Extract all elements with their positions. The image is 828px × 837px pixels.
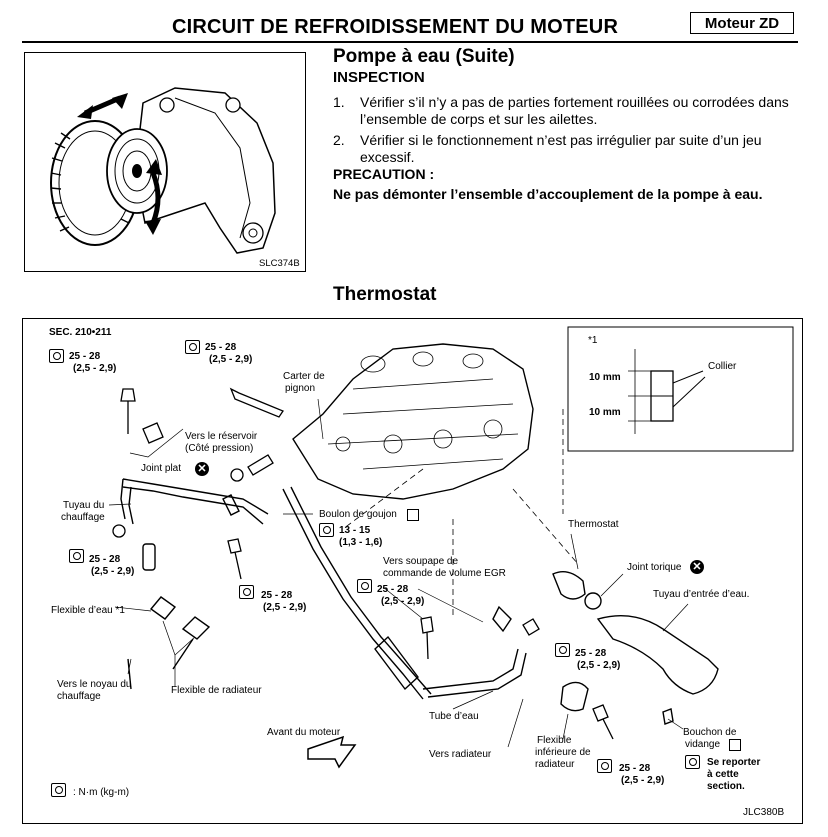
torque-value: 25 - 28 bbox=[69, 351, 101, 362]
torque-value-kgm: (2,5 - 2,9) bbox=[263, 602, 307, 613]
bouchon-label-1: Bouchon de bbox=[683, 727, 737, 738]
replace-part-icon: ✕ bbox=[690, 560, 704, 574]
vers-radiateur-label: Vers radiateur bbox=[429, 749, 492, 760]
carter-label-2: pignon bbox=[285, 383, 316, 394]
step-text: Vérifier s’il n’y a pas de parties forte… bbox=[360, 94, 789, 127]
torque-icon bbox=[555, 643, 570, 657]
thermostat-drawing bbox=[108, 326, 794, 769]
sealant-icon bbox=[729, 739, 741, 751]
reporter-label-3: section. bbox=[707, 781, 745, 792]
inspection-heading: INSPECTION bbox=[333, 69, 425, 86]
torque-icon bbox=[51, 783, 66, 797]
tuyau-entree-label: Tuyau d’entrée d’eau. bbox=[653, 589, 750, 600]
noyau-label-2: chauffage bbox=[57, 691, 101, 702]
torque-value-kgm: (2,5 - 2,9) bbox=[209, 354, 253, 365]
joint-torique-label: Joint torique bbox=[627, 562, 682, 573]
tuyau-chauffage-label-1: Tuyau du bbox=[63, 500, 105, 511]
torque-value: 25 - 28 bbox=[89, 554, 121, 565]
torque-value: 13 - 15 bbox=[339, 525, 371, 536]
flexible-inferieure-label-1: Flexible bbox=[537, 735, 572, 746]
carter-label-1: Carter de bbox=[283, 371, 325, 382]
bouchon-label-2: vidange bbox=[685, 739, 721, 750]
torque-value: 25 - 28 bbox=[377, 584, 409, 595]
inset-star-label: *1 bbox=[588, 335, 598, 346]
torque-icon bbox=[185, 340, 200, 354]
water-pump-drawing bbox=[50, 87, 276, 254]
reporter-label-1: Se reporter bbox=[707, 757, 761, 768]
figure-id-label: SLC374B bbox=[259, 258, 300, 269]
step-number: 2. bbox=[333, 132, 345, 148]
reservoir-label-1: Vers le réservoir bbox=[185, 431, 258, 442]
flexible-inferieure-label-3: radiateur bbox=[535, 759, 575, 770]
inspection-step-2: 2. Vérifier si le fonctionnement n’est p… bbox=[333, 132, 798, 166]
thermostat-label: Thermostat bbox=[568, 519, 619, 530]
torque-value: 25 - 28 bbox=[575, 648, 607, 659]
header-rule bbox=[22, 41, 798, 43]
torque-icon bbox=[685, 755, 700, 769]
egr-label-1: Vers soupape de bbox=[383, 556, 459, 567]
inset-collier-label: Collier bbox=[708, 361, 737, 372]
torque-value: 25 - 28 bbox=[205, 342, 237, 353]
section-title: Pompe à eau (Suite) bbox=[333, 46, 515, 67]
step-text: Vérifier si le fonctionnement n’est pas … bbox=[360, 132, 762, 165]
torque-value: 25 - 28 bbox=[619, 763, 651, 774]
inspection-step-1: 1. Vérifier s’il n’y a pas de parties fo… bbox=[333, 94, 798, 128]
torque-icon bbox=[239, 585, 254, 599]
boulon-label: Boulon de goujon bbox=[319, 509, 397, 520]
tube-eau-label: Tube d’eau bbox=[429, 711, 479, 722]
torque-icon bbox=[49, 349, 64, 363]
torque-value: 25 - 28 bbox=[261, 590, 293, 601]
torque-value-kgm: (2,5 - 2,9) bbox=[73, 363, 117, 374]
page-title: CIRCUIT DE REFROIDISSEMENT DU MOTEUR bbox=[172, 16, 619, 38]
caution-heading: PRECAUTION : bbox=[333, 166, 435, 182]
torque-icon bbox=[319, 523, 334, 537]
flexible-eau-label: Flexible d’eau *1 bbox=[51, 605, 125, 616]
inset-dimension-2: 10 mm bbox=[589, 407, 621, 418]
legend-label: : N·m (kg-m) bbox=[73, 787, 130, 798]
water-pump-figure: SLC374B bbox=[24, 52, 306, 272]
torque-value-kgm: (1,3 - 1,6) bbox=[339, 537, 383, 548]
torque-value-kgm: (2,5 - 2,9) bbox=[381, 596, 425, 607]
torque-value-kgm: (2,5 - 2,9) bbox=[91, 566, 135, 577]
replace-part-icon: ✕ bbox=[195, 462, 209, 476]
egr-label-2: commande de volume EGR bbox=[383, 568, 506, 579]
reporter-label-2: à cette bbox=[707, 769, 739, 780]
avant-moteur-label: Avant du moteur bbox=[267, 727, 341, 738]
torque-value-kgm: (2,5 - 2,9) bbox=[621, 775, 665, 786]
torque-icon bbox=[69, 549, 84, 563]
noyau-label-1: Vers le noyau du bbox=[57, 679, 132, 690]
step-number: 1. bbox=[333, 94, 345, 110]
inset-dimension-1: 10 mm bbox=[589, 372, 621, 383]
thermostat-diagram: SEC. 210•211 25 - 28 (2,5 - 2,9) 25 - 28… bbox=[22, 318, 803, 824]
thermostat-title: Thermostat bbox=[333, 284, 437, 305]
engine-badge: Moteur ZD bbox=[690, 12, 794, 34]
joint-plat-label: Joint plat bbox=[141, 463, 182, 474]
torque-icon bbox=[357, 579, 372, 593]
reservoir-label-2: (Côté pression) bbox=[185, 443, 254, 454]
caution-text: Ne pas démonter l’ensemble d’accouplemen… bbox=[333, 186, 763, 202]
torque-icon bbox=[597, 759, 612, 773]
flexible-inferieure-label-2: inférieure de bbox=[535, 747, 591, 758]
sec-label: SEC. 210•211 bbox=[49, 327, 112, 338]
sealant-icon bbox=[407, 509, 419, 521]
flexible-radiateur-label: Flexible de radiateur bbox=[171, 685, 262, 696]
tuyau-chauffage-label-2: chauffage bbox=[61, 512, 105, 523]
torque-value-kgm: (2,5 - 2,9) bbox=[577, 660, 621, 671]
figure-id-label: JLC380B bbox=[743, 807, 785, 818]
